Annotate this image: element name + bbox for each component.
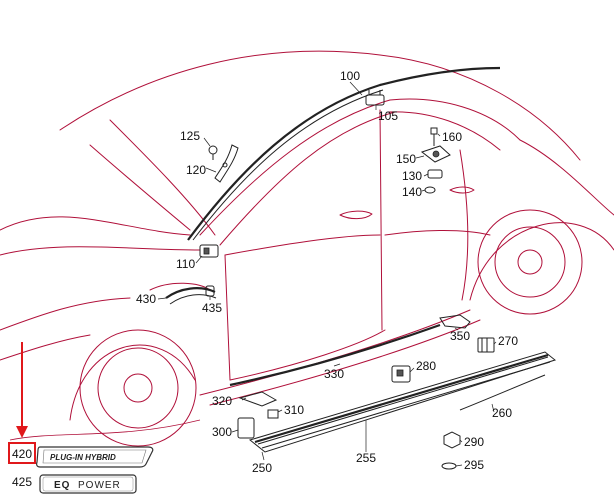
callout-labels: 100 105 125 120 160 150 130 140 110 430 … xyxy=(12,69,518,489)
callout-350: 350 xyxy=(450,329,470,343)
callout-280: 280 xyxy=(416,359,436,373)
part-300-block-icon xyxy=(237,417,255,439)
badge-eq-power: EQ POWER xyxy=(39,474,137,494)
part-295-washer-icon xyxy=(441,462,457,470)
part-280-clip-icon xyxy=(391,365,411,383)
part-350-bracket-icon xyxy=(439,314,471,329)
part-260-trim-strip xyxy=(459,374,546,411)
badge-plug-in-hybrid: PLUG-IN HYBRID xyxy=(36,446,154,468)
part-150-latch-icon xyxy=(420,145,451,163)
callout-255: 255 xyxy=(356,451,376,465)
callout-105: 105 xyxy=(378,109,398,123)
part-270-block-icon xyxy=(477,337,495,353)
part-310-clip-icon xyxy=(267,409,279,419)
part-105-clip-icon xyxy=(365,90,385,106)
callout-125: 125 xyxy=(180,129,200,143)
callout-295: 295 xyxy=(464,458,484,472)
roof-trim-strip xyxy=(187,66,501,241)
part-330-sill-trim xyxy=(229,323,441,387)
callout-290: 290 xyxy=(464,435,484,449)
part-255-rocker-panel xyxy=(248,351,557,453)
callout-150: 150 xyxy=(396,152,416,166)
callout-420: 420 xyxy=(12,447,32,461)
part-160-bolt-icon xyxy=(430,127,438,146)
part-120-bracket-icon xyxy=(214,144,239,183)
part-140-washer-icon xyxy=(424,186,436,194)
callout-250: 250 xyxy=(252,461,272,475)
callout-130: 130 xyxy=(402,169,422,183)
callout-430: 430 xyxy=(136,292,156,306)
badge-eq-prefix: EQ xyxy=(54,480,70,491)
part-130-grommet-icon xyxy=(427,169,443,179)
callout-100: 100 xyxy=(340,69,360,83)
part-320-bracket-icon xyxy=(238,391,278,407)
callout-260: 260 xyxy=(492,406,512,420)
highlight-arrow xyxy=(16,342,28,438)
callout-330: 330 xyxy=(324,367,344,381)
callout-320: 320 xyxy=(212,394,232,408)
callout-435: 435 xyxy=(202,301,222,315)
badge-plug-in-hybrid-text: PLUG-IN HYBRID xyxy=(50,453,116,462)
callout-270: 270 xyxy=(498,334,518,348)
part-290-bolt-icon xyxy=(443,431,461,449)
callout-110: 110 xyxy=(176,257,195,271)
part-110-clip-icon xyxy=(199,244,219,258)
part-125-pin-icon xyxy=(208,145,218,160)
badge-eq-power-text: POWER xyxy=(78,480,121,491)
callout-300: 300 xyxy=(212,425,232,439)
callout-120: 120 xyxy=(186,163,206,177)
callout-310: 310 xyxy=(284,403,304,417)
callout-140: 140 xyxy=(402,185,422,199)
leader-lines xyxy=(157,81,497,467)
highlight-box-420 xyxy=(8,442,36,464)
callout-160: 160 xyxy=(442,130,462,144)
car-body-outline xyxy=(0,50,614,447)
callout-425: 425 xyxy=(12,475,32,489)
part-430-side-trim-icon xyxy=(165,287,217,305)
